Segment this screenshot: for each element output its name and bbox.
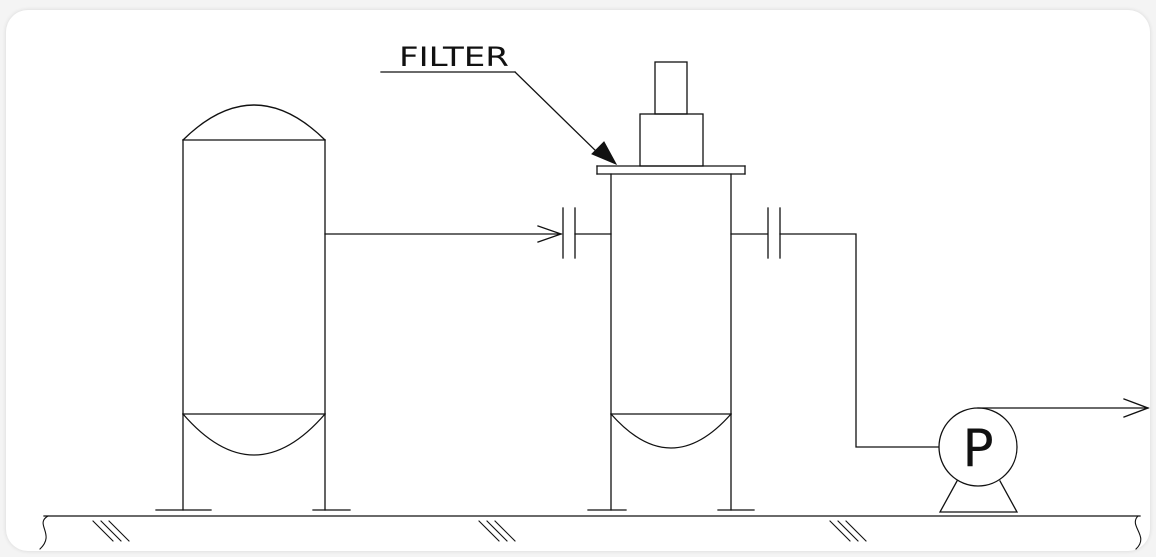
outlet-pipe <box>730 207 939 448</box>
ground-hatch-1 <box>92 520 130 542</box>
filter-housing <box>587 61 755 511</box>
ground-hatch-3 <box>829 520 867 542</box>
ground <box>39 515 1142 550</box>
filter-callout: FILTER <box>380 42 618 166</box>
inlet-pipe <box>324 207 612 259</box>
filter-leader-line <box>514 71 601 156</box>
inlet-flow-arrow <box>537 225 563 243</box>
filter-motor-top <box>654 61 688 115</box>
ground-break-right <box>1134 515 1142 550</box>
storage-vessel <box>155 104 351 511</box>
filter-label: FILTER <box>399 42 509 73</box>
vessel-top-head <box>182 104 326 141</box>
outlet-pipe-line <box>779 233 939 448</box>
filter-leader-arrowhead <box>591 141 618 166</box>
discharge-flow-arrow <box>1123 398 1150 418</box>
vessel-bottom-head <box>182 413 326 456</box>
pump-label: P <box>962 419 993 479</box>
pump-base <box>938 480 1019 513</box>
drawing-sheet <box>6 10 1150 551</box>
ground-break-left <box>39 515 49 550</box>
filter-motor-body <box>639 113 704 167</box>
filter-bottom-head <box>610 413 732 449</box>
pump: P <box>938 398 1150 513</box>
ground-hatch-2 <box>478 520 516 542</box>
